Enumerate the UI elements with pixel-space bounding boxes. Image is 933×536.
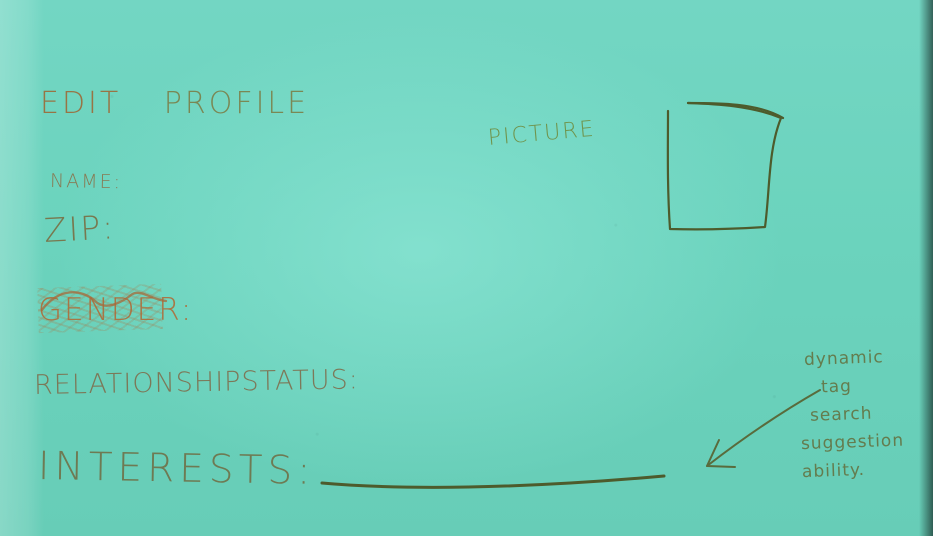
arrow-head-icon [706, 439, 736, 468]
gender-label: GENDER: [38, 292, 194, 328]
title-edit: Edit [40, 86, 122, 121]
picture-placeholder-box [666, 101, 783, 231]
interests-input-line [320, 474, 666, 489]
page-title: Edit PROFILE [40, 86, 309, 121]
title-profile: PROFILE [163, 86, 310, 121]
paper-edge-shadow [919, 0, 933, 536]
picture-placeholder-box-top [686, 101, 785, 120]
arrow-icon [706, 389, 821, 467]
gender-overdraw [40, 291, 168, 312]
